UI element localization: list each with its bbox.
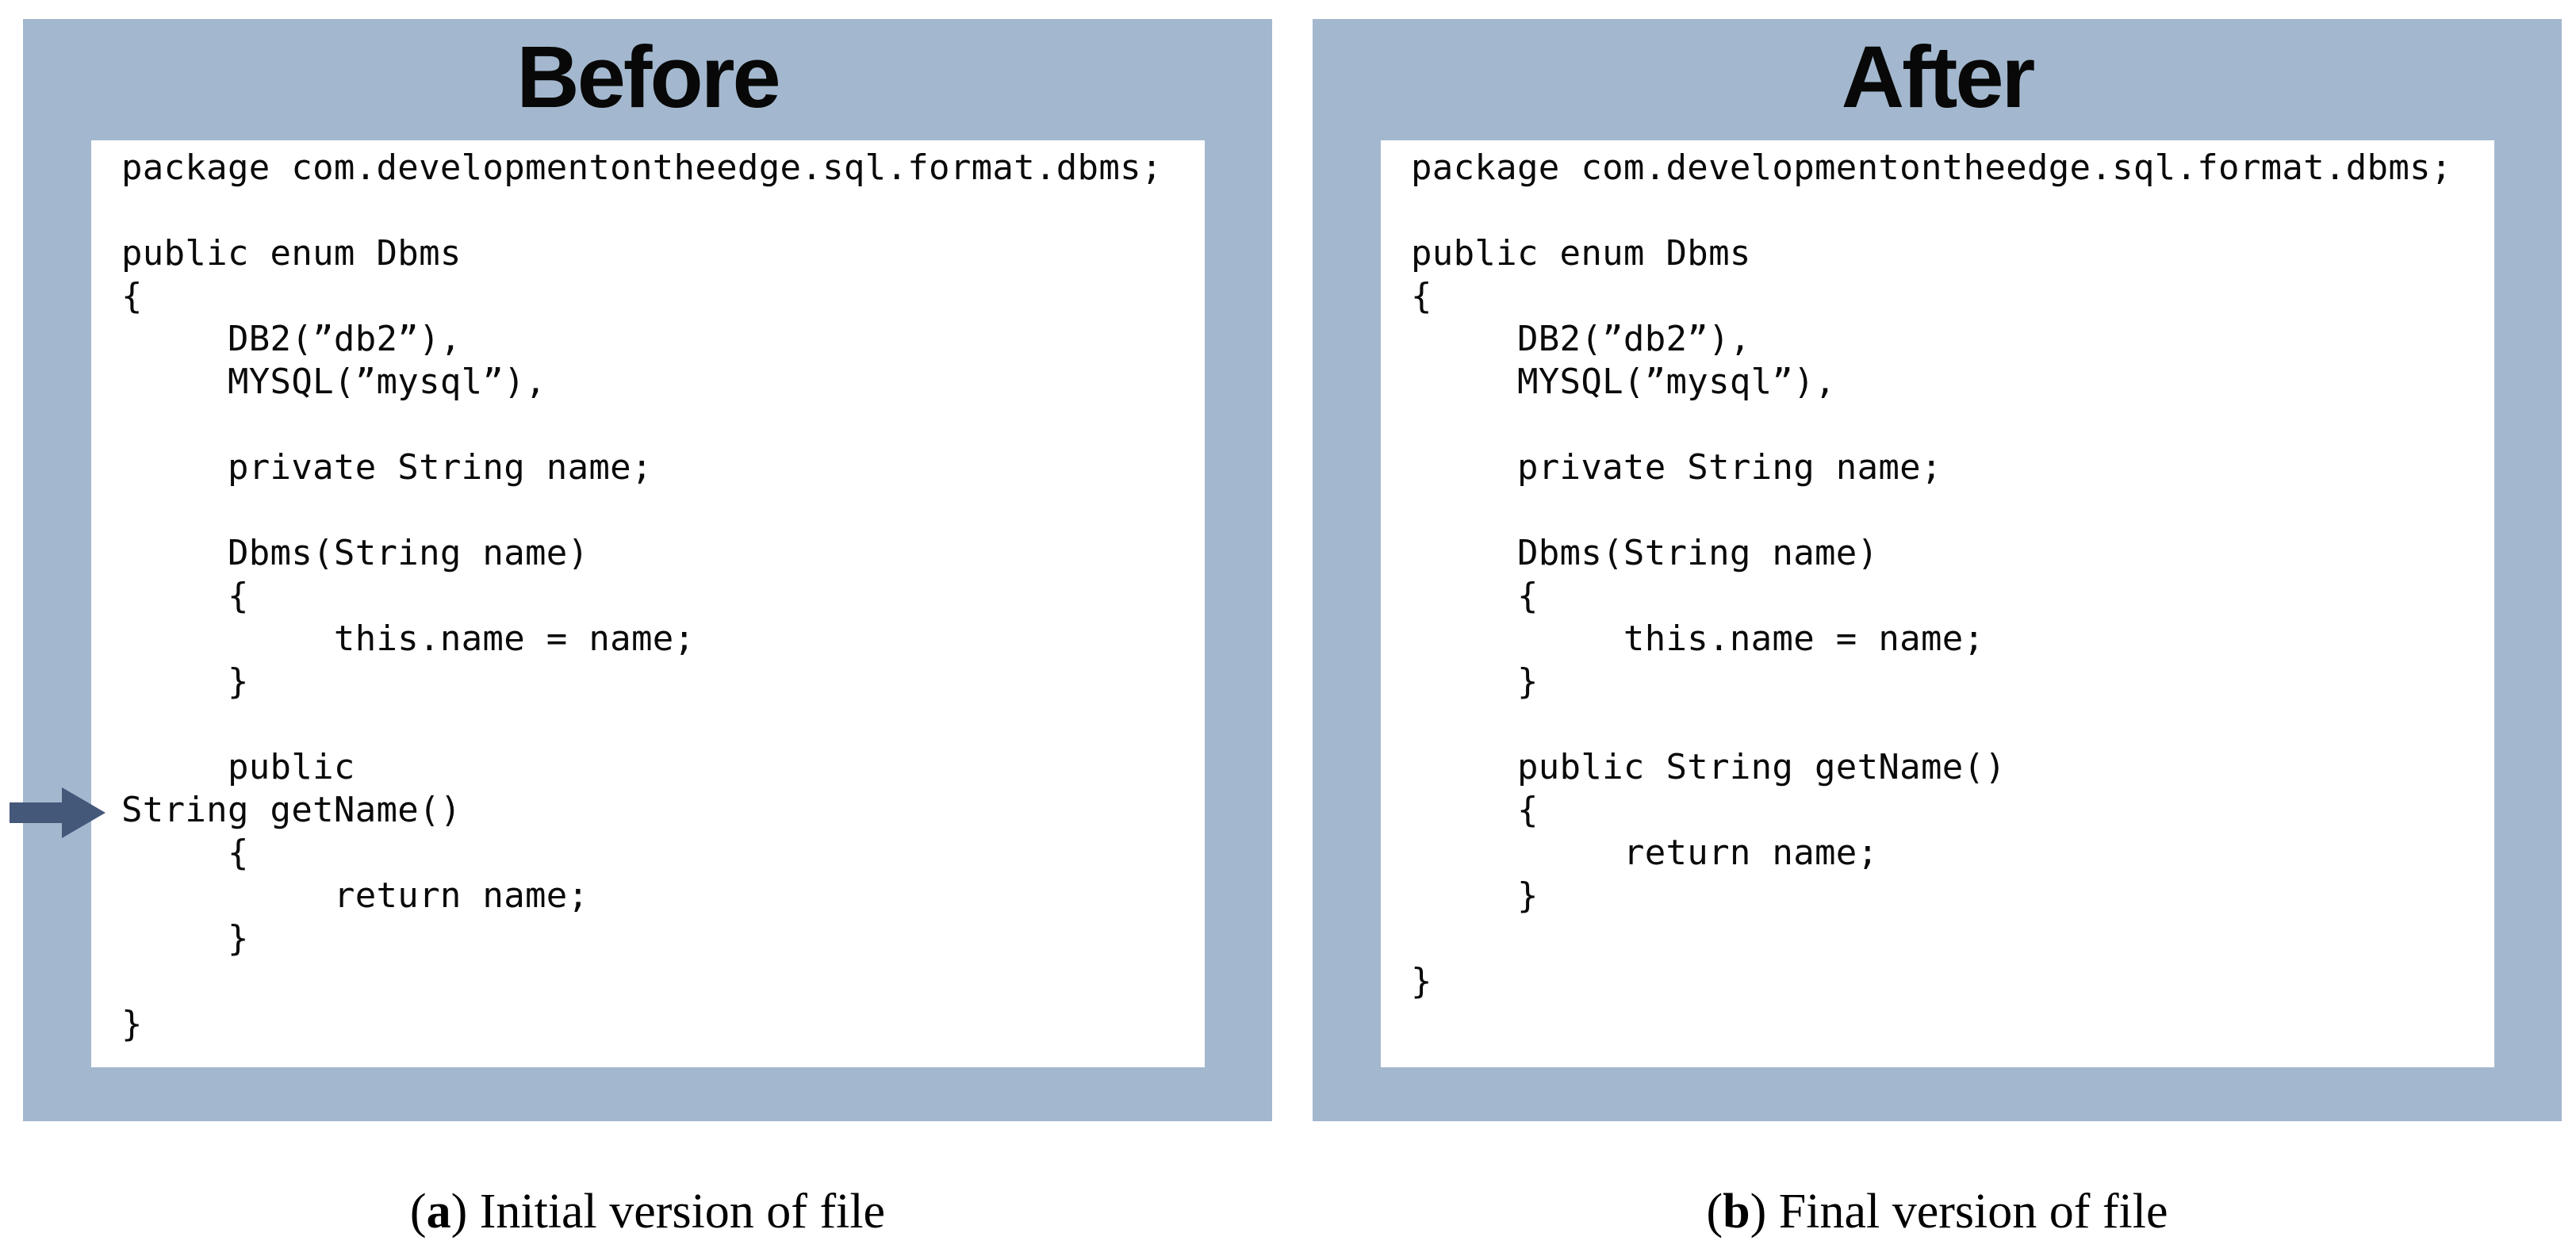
caption-a: (a) Initial version of file <box>23 1180 1272 1251</box>
after-code-block: package com.developmentontheedge.sql.for… <box>1411 147 2452 1001</box>
caption-b: (b) Final version of file <box>1313 1180 2562 1251</box>
right-arrow-icon <box>10 787 105 838</box>
after-panel: After package com.developmentontheedge.s… <box>1313 19 2562 1121</box>
caption-a-text: Initial version of file <box>467 1185 886 1239</box>
after-panel-title: After <box>1841 29 2036 126</box>
caption-b-marker: b <box>1723 1185 1750 1239</box>
caption-a-open-paren: ( <box>409 1185 427 1239</box>
before-panel: Before package com.developmentontheedge.… <box>23 19 1272 1121</box>
before-code-block: package com.developmentontheedge.sql.for… <box>121 147 1163 1044</box>
caption-a-close-paren: ) <box>450 1185 468 1239</box>
after-code-box: package com.developmentontheedge.sql.for… <box>1381 140 2494 1067</box>
before-code-box: package com.developmentontheedge.sql.for… <box>91 140 1205 1067</box>
before-panel-title: Before <box>516 29 780 126</box>
caption-b-close-paren: ) <box>1750 1185 1767 1239</box>
caption-a-marker: a <box>426 1185 451 1239</box>
caption-b-open-paren: ( <box>1706 1185 1723 1239</box>
caption-b-text: Final version of file <box>1766 1185 2168 1239</box>
